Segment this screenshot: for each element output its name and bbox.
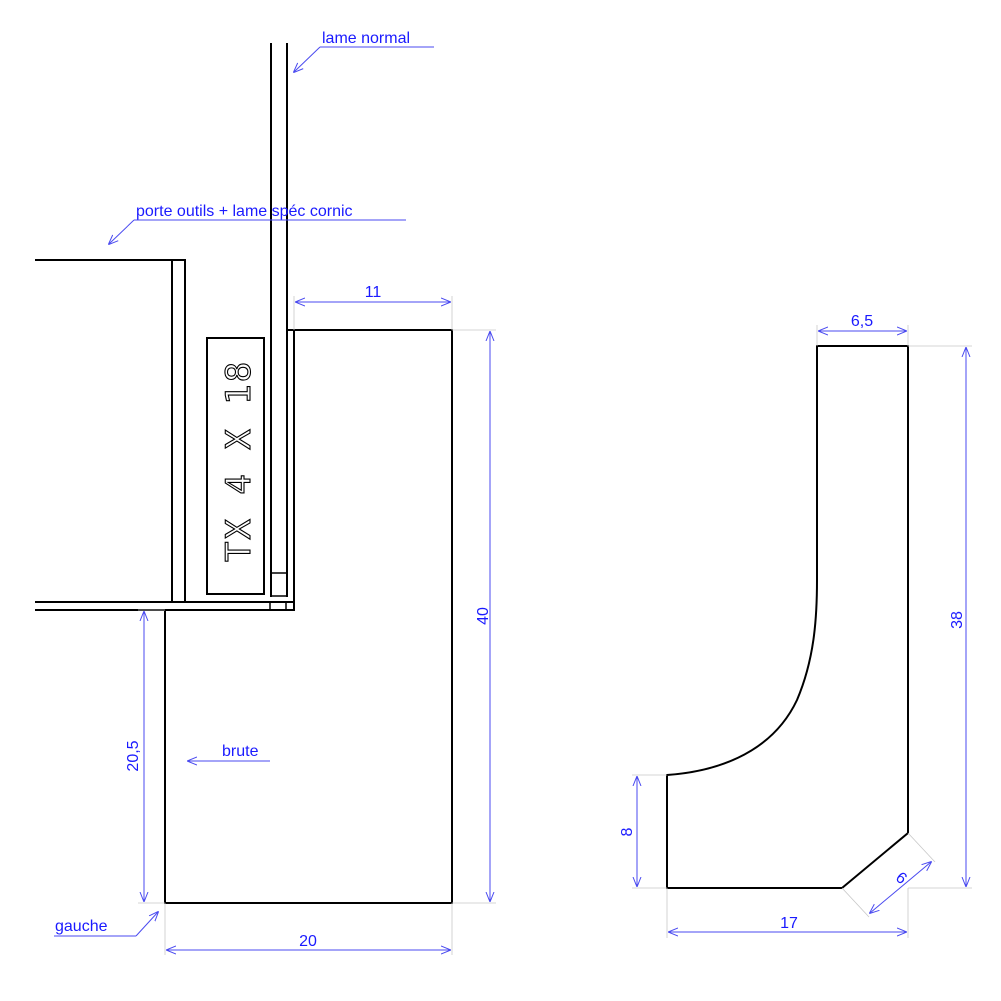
- right-dimensions: 6,5 38 8 17 6: [619, 313, 972, 938]
- dim-left-bottom-width: 20: [299, 933, 317, 950]
- dim-right-left-height: 8: [619, 827, 636, 836]
- blade-profile-outline: [666, 345, 909, 889]
- label-gauche: gauche: [55, 918, 108, 935]
- dim-right-top-width: 6,5: [851, 313, 873, 330]
- label-brute: brute: [222, 743, 259, 760]
- left-profile: TX 4 X 18: [35, 43, 453, 904]
- right-profile: [666, 345, 909, 889]
- dim-right-height: 38: [949, 611, 966, 629]
- tool-holder: [35, 259, 295, 611]
- dim-left-lower-height: 20,5: [125, 740, 142, 771]
- dim-left-height: 40: [475, 607, 492, 625]
- tool-code-text: TX 4 X 18: [219, 360, 259, 562]
- blade-normal: [270, 43, 295, 603]
- label-porte-outils: porte outils + lame spéc cornic: [136, 203, 353, 220]
- dim-right-bottom-width: 17: [780, 915, 798, 932]
- dim-right-chamfer: 6: [892, 869, 910, 888]
- left-annotations: lame normal porte outils + lame spéc cor…: [54, 30, 434, 937]
- dim-left-top-width: 11: [365, 284, 382, 301]
- left-dimensions: 11 40 20,5 20: [125, 284, 496, 955]
- workpiece-outline: [164, 329, 453, 904]
- tool-label-box: TX 4 X 18: [206, 337, 265, 595]
- label-lame-normal: lame normal: [322, 30, 410, 47]
